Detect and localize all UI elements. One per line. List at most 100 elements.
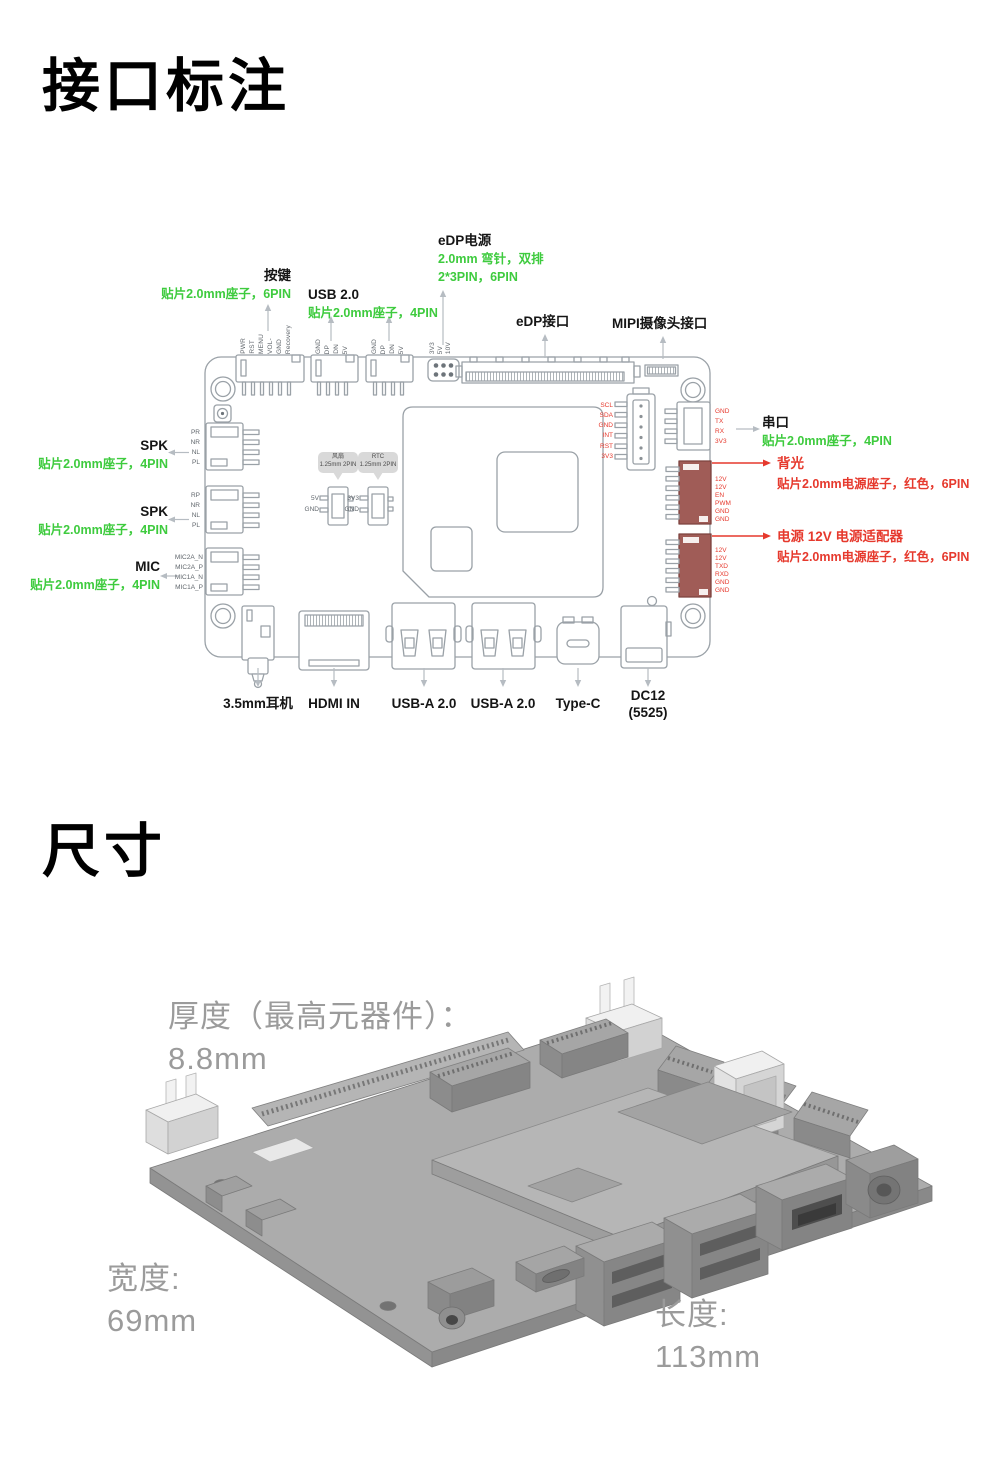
callout-power-sub: 贴片2.0mm电源座子，红色，6PIN — [777, 550, 970, 564]
pin-label: SCL — [600, 402, 613, 409]
callout-mic-sub: 贴片2.0mm座子，4PIN — [30, 578, 160, 592]
rtc-bubble — [358, 452, 398, 480]
pin-label: PR — [190, 429, 200, 436]
dc-jack — [620, 595, 672, 669]
port-label-usb1: USB-A 2.0 — [391, 696, 457, 711]
fan-bubble — [318, 452, 358, 480]
pin-label: 3V3 — [601, 453, 613, 460]
callout-usb: USB 2.0 贴片2.0mm座子，4PIN — [308, 285, 438, 322]
port-label-usb2: USB-A 2.0 — [470, 696, 536, 711]
callout-backlight-sub: 贴片2.0mm电源座子，红色，6PIN — [777, 477, 970, 491]
dimension-length-value: 113mm — [655, 1339, 762, 1374]
rtc-connector — [359, 486, 394, 526]
mipi-connector — [644, 364, 679, 377]
edp-power-header — [427, 358, 460, 382]
pin-label: GND — [715, 508, 730, 515]
spk1-connector — [205, 422, 260, 471]
callout-power: 电源 12V 电源适配器 贴片2.0mm电源座子，红色，6PIN — [777, 526, 969, 568]
pin-label: 5V — [311, 495, 319, 502]
pin-label: 12V — [715, 555, 727, 562]
annotation-arrows — [160, 290, 760, 687]
callout-mic: MIC 贴片2.0mm座子，4PIN — [12, 557, 160, 594]
audio-jack — [241, 605, 275, 689]
pin-label: PWM — [715, 500, 731, 507]
pin-label: DP — [380, 344, 387, 354]
callout-serial-title: 串口 — [762, 415, 789, 430]
usb-a-port-2 — [465, 602, 542, 670]
pin-label: SDA — [599, 412, 613, 419]
fan-bubble-line2: 1.25mm 2PIN — [319, 461, 357, 468]
pin-label: 5V — [342, 345, 349, 354]
callout-spk1-title: SPK — [140, 438, 168, 453]
pcb-top-diagram — [204, 354, 712, 689]
serial-connector — [664, 401, 711, 451]
fan-connector — [319, 486, 354, 526]
callout-serial: 串口 贴片2.0mm座子，4PIN — [762, 413, 892, 450]
secondary-chip — [430, 526, 473, 572]
touch-connector — [614, 387, 656, 471]
pin-label: INT — [602, 432, 613, 439]
pin-label: GND — [304, 506, 319, 513]
dimension-thickness: 厚度（最高元器件）： 8.8mm — [168, 996, 473, 1080]
callout-spk2: SPK 贴片2.0mm座子，4PIN — [20, 502, 168, 539]
pin-label: 12V — [715, 476, 727, 483]
pin-label: MIC1A_N — [174, 574, 203, 581]
dimension-length-label: 长度: — [655, 1297, 729, 1332]
usb-a-port-1 — [385, 602, 462, 670]
pin-label: VOL- — [267, 338, 274, 354]
callout-edp-power: eDP电源 2.0mm 弯针，双排 2*3PIN，6PIN — [438, 231, 544, 286]
pin-label: 3V3 — [347, 495, 359, 502]
pin-label: NR — [190, 439, 200, 446]
pin-label: DN — [389, 344, 396, 354]
pin-label: TX — [715, 418, 724, 425]
pin-label: MIC2A_P — [175, 564, 203, 571]
pin-label: GND — [344, 506, 359, 513]
button-header — [235, 354, 305, 396]
callout-mipi: MIPI摄像头接口 — [612, 316, 708, 331]
dimension-width: 宽度: 69mm — [107, 1258, 197, 1342]
callout-buttons-title: 按键 — [264, 268, 291, 283]
pin-label: PL — [192, 459, 200, 466]
dimension-width-label: 宽度: — [107, 1261, 181, 1296]
callout-backlight: 背光 贴片2.0mm电源座子，红色，6PIN — [777, 453, 969, 495]
port-label-dc-line2: (5525) — [628, 704, 668, 720]
usb-header-1 — [310, 354, 359, 396]
power-connector — [665, 533, 712, 598]
pin-label: GND — [276, 338, 283, 354]
pin-label: RX — [715, 428, 725, 435]
callout-edp-power-sub2: 2*3PIN，6PIN — [438, 270, 518, 284]
pin-label: GND — [315, 338, 322, 354]
rtc-bubble-line2: 1.25mm 2PIN — [359, 461, 397, 468]
pin-label: RXD — [715, 571, 729, 578]
pin-label: GND — [715, 587, 730, 594]
callout-edp: eDP接口 — [516, 314, 570, 329]
port-label-hdmi: HDMI IN — [308, 696, 360, 711]
pin-label: Recovery — [285, 324, 292, 354]
pin-label: TXD — [715, 563, 728, 570]
pin-label: 12V — [715, 484, 727, 491]
pin-label: RST — [249, 340, 256, 354]
callout-spk2-title: SPK — [140, 504, 168, 519]
fan-bubble-line1: 风扇 — [331, 454, 344, 460]
callout-edp-power-sub1: 2.0mm 弯针，双排 — [438, 252, 544, 266]
pin-label: NL — [191, 449, 200, 456]
pin-label: DP — [324, 344, 331, 354]
callout-usb-sub: 贴片2.0mm座子，4PIN — [308, 306, 438, 320]
callout-power-title: 电源 12V 电源适配器 — [777, 529, 904, 544]
pin-label: DN — [333, 344, 340, 354]
red-arrows — [712, 459, 771, 540]
callout-buttons: 按键 贴片2.0mm座子，6PIN — [141, 266, 291, 303]
pin-label: 5V — [437, 345, 444, 354]
section-title-interfaces: 接口标注 — [42, 54, 291, 119]
pin-label: RP — [190, 492, 200, 499]
pin-label: GND — [715, 579, 730, 586]
pin-label: NL — [191, 512, 200, 519]
callout-buttons-sub: 贴片2.0mm座子，6PIN — [161, 287, 291, 301]
pin-label: MENU — [258, 334, 265, 354]
pin-label: GND — [715, 516, 730, 523]
spk2-connector — [205, 485, 260, 534]
port-label-dc-line1: DC12 — [630, 688, 666, 703]
rtc-bubble-line1: RTC — [371, 454, 385, 460]
callout-mic-title: MIC — [135, 559, 160, 574]
